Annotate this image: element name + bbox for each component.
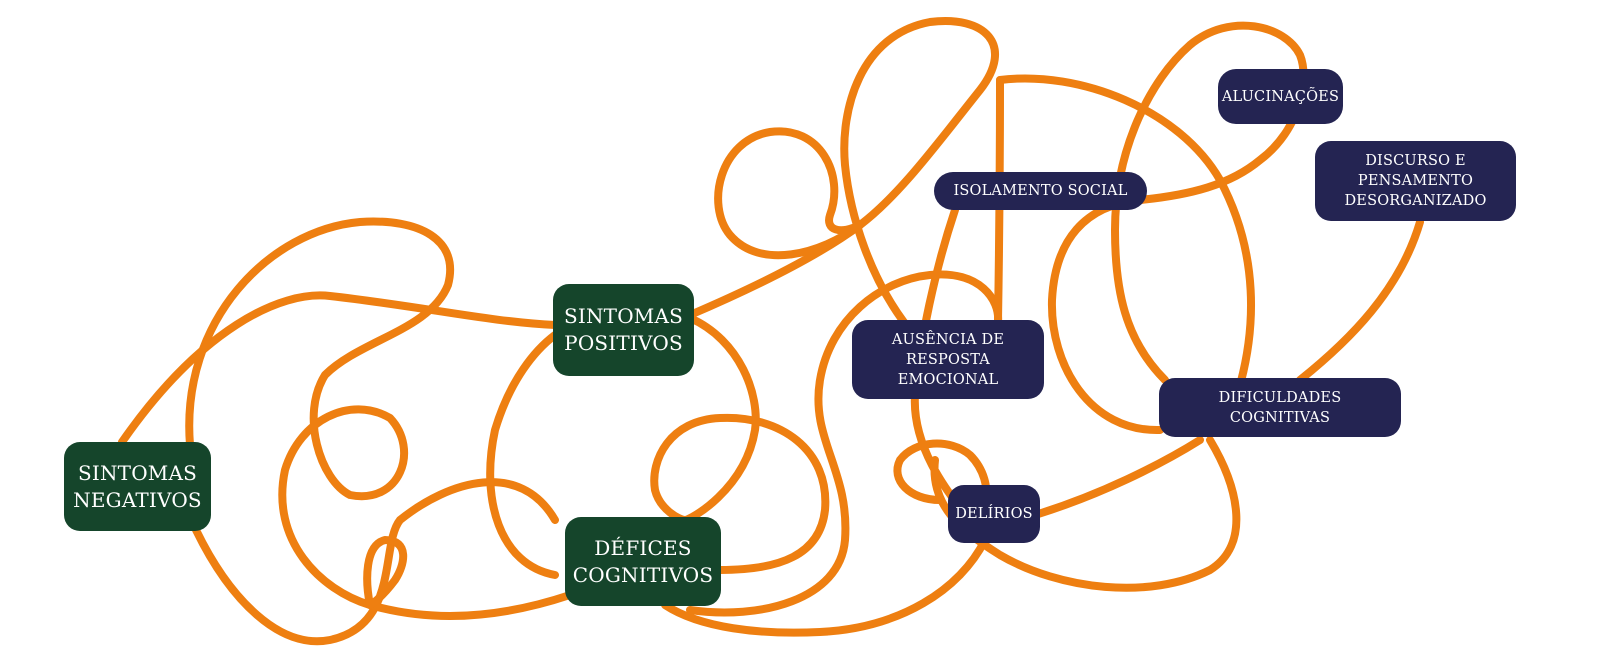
symptom-emotional-absence[interactable]: AUSÊNCIA DE RESPOSTA EMOCIONAL xyxy=(852,320,1044,399)
connection-line xyxy=(1111,21,1308,384)
symptom-cognitive-difficulties[interactable]: DIFICULDADES COGNITIVAS xyxy=(1159,378,1401,437)
connection-line xyxy=(686,270,1003,617)
symptom-hallucinations[interactable]: ALUCINAÇÕES xyxy=(1218,69,1343,124)
connection-line xyxy=(363,536,408,609)
connection-line xyxy=(185,217,574,620)
symptom-delusions[interactable]: DELÍRIOS xyxy=(948,485,1040,543)
connection-line xyxy=(1047,196,1164,435)
connection-line xyxy=(893,439,991,504)
symptom-social-isolation[interactable]: ISOLAMENTO SOCIAL xyxy=(934,172,1147,210)
connection-line xyxy=(650,413,830,574)
connection-line xyxy=(681,314,760,524)
symptom-disorganized-speech[interactable]: DISCURSO E PENSAMENTO DESORGANIZADO xyxy=(1315,141,1516,221)
connection-line xyxy=(1296,218,1424,384)
category-positive-symptoms[interactable]: SINTOMAS POSITIVOS xyxy=(553,284,694,376)
connection-line xyxy=(661,536,989,637)
connection-line xyxy=(486,331,559,579)
category-cognitive-deficits[interactable]: DÉFICES COGNITIVOS xyxy=(565,517,721,606)
connection-line xyxy=(192,478,559,646)
connection-line xyxy=(118,291,559,446)
connection-line xyxy=(994,76,1004,324)
connection-line xyxy=(1031,436,1204,519)
category-negative-symptoms[interactable]: SINTOMAS NEGATIVOS xyxy=(64,442,211,531)
connection-line xyxy=(714,127,864,260)
